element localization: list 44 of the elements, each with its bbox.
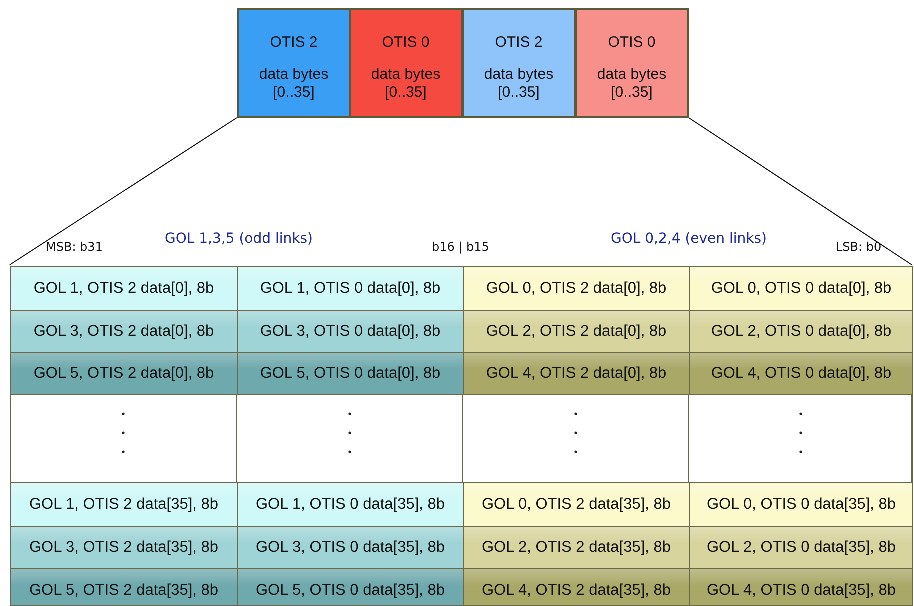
table-cell: GOL 0, OTIS 2 data[35], 8b: [463, 482, 690, 527]
data-block: [349, 8, 463, 118]
block-title: OTIS 0: [607, 34, 657, 51]
table-cell: GOL 4, OTIS 0 data[35], 8b: [689, 568, 912, 605]
table-cell: GOL 2, OTIS 2 data[0], 8b: [463, 310, 690, 353]
table-cell: GOL 3, OTIS 2 data[35], 8b: [11, 526, 238, 569]
data-block: [237, 8, 351, 118]
block-text: data bytes [0..35]: [483, 66, 555, 102]
connector-line: [688, 118, 912, 266]
block-title: OTIS 2: [494, 34, 544, 51]
table-cell: GOL 0, OTIS 2 data[0], 8b: [463, 267, 690, 311]
data-table: [10, 266, 913, 606]
table-cell: GOL 5, OTIS 0 data[35], 8b: [237, 568, 464, 605]
table-cell: GOL 2, OTIS 0 data[35], 8b: [689, 526, 912, 569]
data-block: [575, 8, 689, 118]
block-title: OTIS 2: [269, 34, 319, 51]
table-cell: GOL 5, OTIS 2 data[0], 8b: [11, 352, 238, 395]
table-cell: GOL 5, OTIS 0 data[0], 8b: [237, 352, 464, 395]
block-title: OTIS 0: [381, 34, 431, 51]
table-cell: GOL 0, OTIS 0 data[35], 8b: [689, 482, 912, 527]
table-cell: GOL 3, OTIS 2 data[0], 8b: [11, 310, 238, 353]
table-cell: GOL 4, OTIS 0 data[0], 8b: [689, 352, 912, 395]
table-cell: GOL 2, OTIS 0 data[0], 8b: [689, 310, 912, 353]
group-label: GOL 1,3,5 (odd links): [165, 231, 313, 247]
data-block: [462, 8, 576, 118]
bit-label: b16 | b15: [432, 240, 490, 254]
table-cell: GOL 2, OTIS 2 data[35], 8b: [463, 526, 690, 569]
bit-label: LSB: b0: [836, 240, 882, 254]
table-cell: GOL 4, OTIS 2 data[0], 8b: [463, 352, 690, 395]
block-text: data bytes [0..35]: [258, 66, 330, 102]
table-cell: GOL 0, OTIS 0 data[0], 8b: [689, 267, 912, 311]
table-cell: GOL 1, OTIS 0 data[0], 8b: [237, 267, 464, 311]
table-cell: GOL 1, OTIS 2 data[0], 8b: [11, 267, 238, 311]
block-text: data bytes [0..35]: [370, 66, 442, 102]
table-cell: GOL 3, OTIS 0 data[0], 8b: [237, 310, 464, 353]
table-cell: GOL 5, OTIS 2 data[35], 8b: [11, 568, 238, 605]
bit-label: MSB: b31: [46, 240, 103, 254]
connector-line: [10, 118, 238, 266]
table-cell: GOL 3, OTIS 0 data[35], 8b: [237, 526, 464, 569]
table-cell: GOL 1, OTIS 2 data[35], 8b: [11, 482, 238, 527]
table-cell: GOL 1, OTIS 0 data[35], 8b: [237, 482, 464, 527]
group-label: GOL 0,2,4 (even links): [611, 231, 768, 247]
table-cell: GOL 4, OTIS 2 data[35], 8b: [463, 568, 690, 605]
block-text: data bytes [0..35]: [596, 66, 668, 102]
